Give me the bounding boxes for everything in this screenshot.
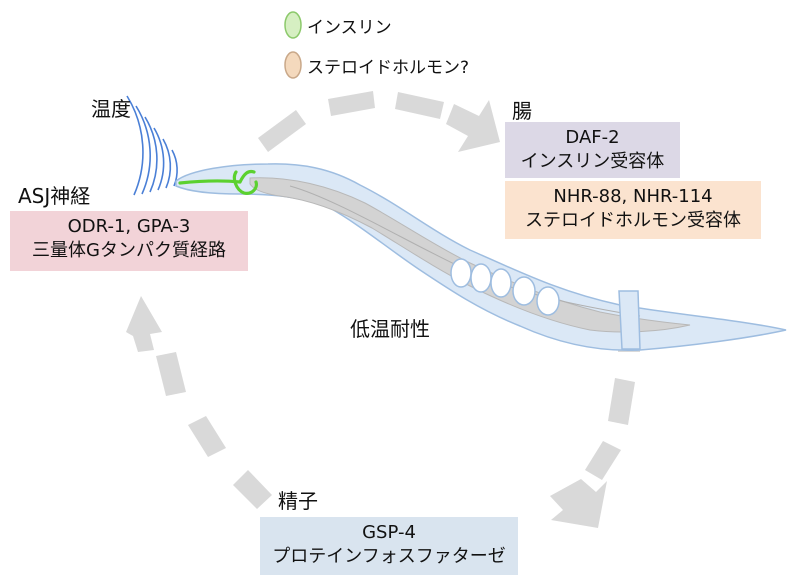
gsp-name: GSP-4 [362, 522, 416, 543]
gsp-description: プロテインフォスファターゼ [272, 546, 506, 567]
nhr-name: NHR-88, NHR-114 [553, 186, 713, 207]
intestine-label: 腸 [512, 99, 532, 123]
daf2-description: インスリン受容体 [520, 151, 665, 172]
temperature-label: 温度 [91, 97, 131, 121]
legend-insulin-label: インスリン [307, 18, 392, 38]
cycle-arrow-dash [608, 378, 635, 425]
cycle-arrow-dash [328, 91, 375, 116]
cycle-arrow-dash [233, 470, 272, 509]
odr-box: ODR-1, GPA-3 三量体Gタンパク質経路 [10, 211, 248, 271]
odr-description: 三量体Gタンパク質経路 [32, 240, 226, 261]
cycle-arrowhead [126, 296, 162, 352]
worm-gut [249, 177, 691, 333]
cold-tolerance-label: 低温耐性 [350, 317, 430, 341]
worm [175, 163, 787, 352]
insulin-icon [284, 11, 302, 39]
cycle-arrow-dash [258, 110, 306, 152]
egg [470, 263, 492, 293]
sperm-label: 精子 [278, 489, 318, 513]
cycle-arrowhead [550, 479, 607, 528]
nhr-box: NHR-88, NHR-114 ステロイドホルモン受容体 [505, 181, 761, 239]
daf2-box: DAF-2 インスリン受容体 [505, 122, 680, 178]
nhr-description: ステロイドホルモン受容体 [525, 210, 741, 231]
cycle-arrow-dash [188, 416, 226, 457]
egg [512, 276, 536, 306]
cycle-arrow-dash [585, 441, 621, 480]
cycle-arrow-dash [395, 92, 444, 119]
asj-neuron-label: ASJ神経 [18, 184, 91, 208]
daf2-name: DAF-2 [565, 127, 620, 148]
worm-eggs [450, 258, 560, 316]
egg [450, 258, 472, 288]
cycle-arrowhead [446, 100, 500, 152]
temperature-waves [126, 95, 178, 196]
egg [490, 268, 512, 298]
egg [536, 286, 560, 316]
gsp-box: GSP-4 プロテインフォスファターゼ [260, 517, 518, 575]
steroid-hormone-icon [284, 51, 302, 79]
asj-neuron [178, 169, 258, 195]
legend-steroid-label: ステロイドホルモン? [307, 58, 470, 78]
worm-band [618, 290, 641, 350]
odr-name: ODR-1, GPA-3 [67, 216, 191, 237]
cycle-arrow-dash [156, 352, 186, 396]
